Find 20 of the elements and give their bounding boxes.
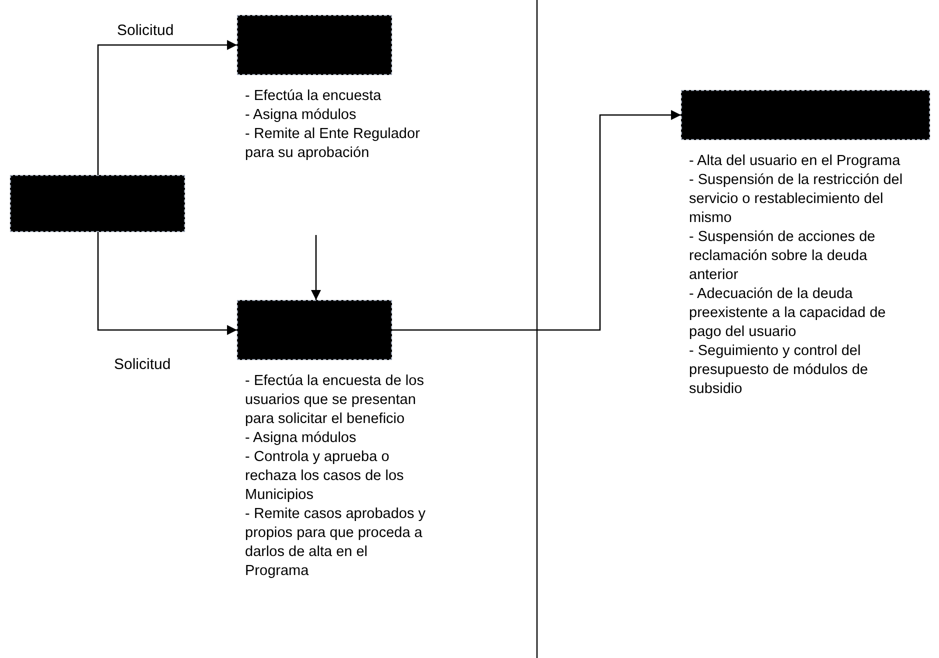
- arrow: [392, 110, 681, 331]
- process-box: [237, 15, 392, 75]
- description-text: - Controla y aprueba o rechaza los casos de los Municipios: [245, 448, 405, 505]
- description-text: - Adecuación de la deuda preexistente a la capacidad de pago del usuario: [689, 285, 887, 342]
- description-text: - Asigna módulos: [245, 106, 358, 125]
- process-box: [681, 90, 930, 140]
- description-text: - Suspensión de acciones de reclamación sobre la deuda anterior: [689, 228, 876, 285]
- description-text: - Alta del usuario en el Programa: [689, 152, 902, 171]
- arrow: [311, 235, 321, 300]
- process-box: [237, 300, 392, 360]
- process-box: [10, 175, 185, 232]
- description-text: - Remite casos aprobados y propios para que proceda a darlos de alta en el Programa: [245, 505, 427, 581]
- description-text: - Remite al Ente Regulador para su aprobación: [245, 125, 421, 163]
- description-text: - Suspensión de la restricción del servicio o restablecimiento del mismo: [689, 171, 904, 228]
- description-text: - Seguimiento y control del presupuesto de módulos de subsidio: [689, 342, 869, 399]
- arrow: [97, 232, 237, 335]
- arrow: [97, 40, 237, 175]
- description-text: - Efectúa la encuesta: [245, 87, 382, 106]
- description-text: - Asigna módulos: [245, 429, 358, 448]
- description-text: - Efectúa la encuesta de los usuarios que se presentan para solicitar el beneficio: [245, 372, 425, 429]
